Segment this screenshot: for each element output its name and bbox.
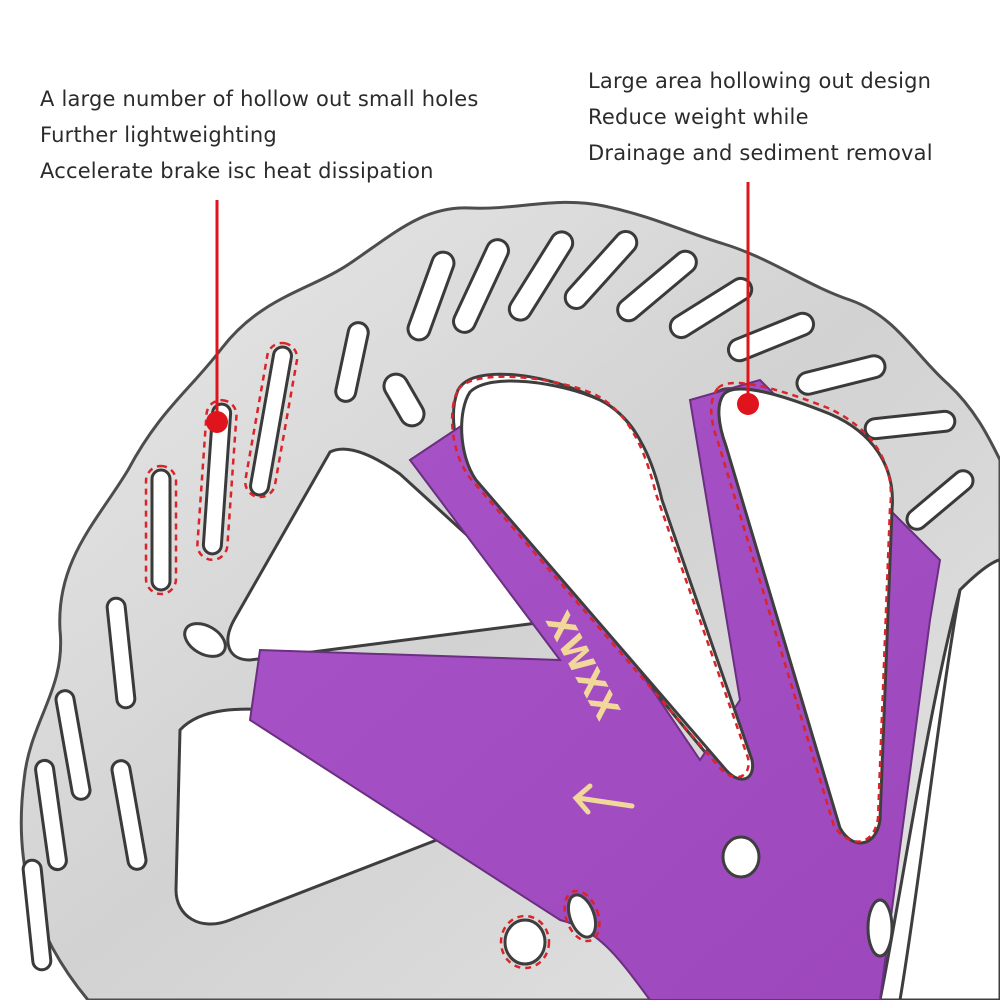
callout-right: Large area hollowing out design Reduce w… bbox=[588, 63, 933, 171]
callout-right-line-3: Drainage and sediment removal bbox=[588, 141, 933, 165]
arrow-left-icon bbox=[572, 783, 635, 815]
callout-left-line-1: A large number of hollow out small holes bbox=[40, 87, 479, 111]
leader-right bbox=[737, 182, 759, 415]
callout-right-line-1: Large area hollowing out design bbox=[588, 69, 932, 93]
callout-right-line-2: Reduce weight while bbox=[588, 105, 809, 129]
bolt-holes bbox=[183, 622, 894, 966]
red-dot-icon bbox=[206, 411, 228, 433]
callout-left-line-2: Further lightweighting bbox=[40, 123, 277, 147]
leader-left bbox=[206, 200, 228, 433]
dashed-highlights bbox=[144, 341, 893, 970]
red-dot-icon bbox=[737, 393, 759, 415]
callout-left-line-3: Accelerate brake isc heat dissipation bbox=[40, 159, 434, 183]
small-slots bbox=[21, 230, 975, 972]
callout-left: A large number of hollow out small holes… bbox=[40, 81, 479, 189]
